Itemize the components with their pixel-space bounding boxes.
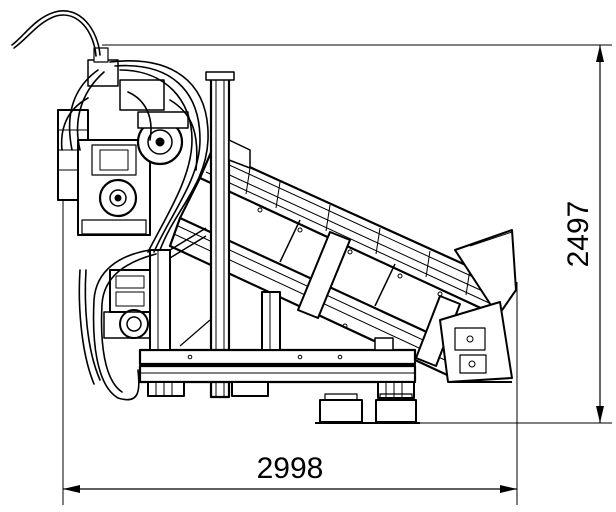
vertical-post	[205, 71, 235, 399]
width-arrow-right	[500, 485, 517, 493]
height-dimension-label: 2497	[562, 201, 595, 268]
height-arrow-top	[596, 45, 604, 62]
hydraulic-hoses	[11, 10, 209, 401]
base-frame	[138, 249, 420, 424]
discharge-end	[439, 229, 517, 383]
width-dimension-label: 2998	[257, 452, 324, 485]
lower-motor-assembly	[103, 269, 151, 339]
width-dimension: 2998	[62, 200, 518, 505]
height-dimension: 2497	[102, 44, 612, 424]
support-braces	[169, 139, 251, 347]
inclined-conveyor-frame	[168, 148, 514, 382]
machine-assembly	[11, 10, 517, 424]
width-arrow-left	[63, 485, 80, 493]
height-arrow-bottom	[596, 406, 604, 423]
